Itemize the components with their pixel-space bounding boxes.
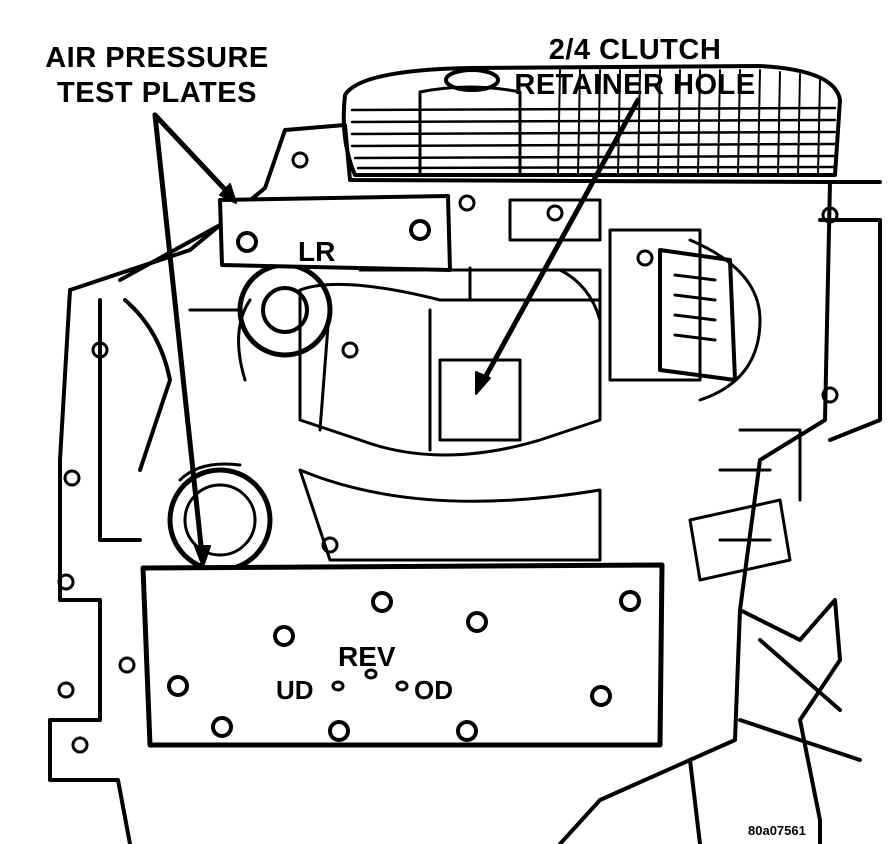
lr-test-plate [218,194,452,272]
leader-arrows [152,97,641,558]
clutch-retainer-callout: 2/4 CLUTCH RETAINER HOLE [500,36,770,100]
air-pressure-line1: AIR PRESSURE [45,42,269,74]
clutch-line1: 2/4 CLUTCH [548,34,722,66]
drive-chain [341,64,842,177]
valve-body-detail [237,198,802,582]
air-pressure-line2: TEST PLATES [57,77,257,109]
transmission-case [48,123,882,844]
lower-test-plate [140,562,665,748]
ud-hole-label: UD [276,675,314,705]
solenoid-connector [658,248,737,382]
air-pressure-callout: AIR PRESSURE TEST PLATES [22,44,292,108]
pump-gear [167,262,333,573]
rev-plate-label: REV [338,641,396,672]
lr-plate-label: LR [298,236,336,267]
figure-reference: 80a07561 [748,823,806,838]
od-hole-label: OD [414,675,453,705]
clutch-line2: RETAINER HOLE [514,69,756,101]
arrowheads [194,183,491,568]
